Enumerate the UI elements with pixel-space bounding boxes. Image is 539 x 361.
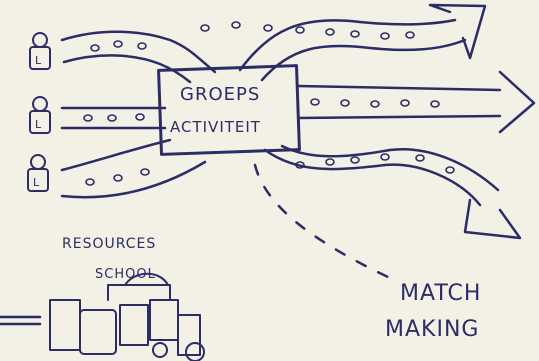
flow-particle — [90, 44, 100, 52]
flow-particle — [445, 166, 455, 174]
flow-particle — [370, 100, 380, 108]
flow-particle — [295, 26, 305, 34]
flow-particle — [113, 40, 123, 48]
center-box: GROEPS ACTIVITEIT — [157, 64, 301, 156]
resources-label-line1: RESOURCES — [62, 236, 156, 252]
outgoing-stream-top — [238, 3, 487, 82]
flow-particle — [340, 99, 350, 107]
flow-particle — [350, 30, 360, 38]
flow-particle — [405, 31, 415, 39]
incoming-stream-top — [60, 30, 217, 84]
flow-particle — [140, 168, 150, 176]
outgoing-stream-bottom — [263, 144, 522, 240]
flow-particles — [83, 21, 455, 186]
flow-particle — [200, 24, 210, 32]
flow-particle — [325, 158, 335, 166]
matchmaking-connector — [253, 163, 392, 280]
flow-particle — [430, 100, 440, 108]
flow-particle — [380, 153, 390, 161]
flow-particle — [85, 178, 95, 186]
person-marker-middle: L — [35, 118, 42, 131]
outgoing-stream-middle — [296, 70, 536, 134]
matchmaking-label-line1: MATCH — [400, 281, 481, 306]
person-icon-top: L — [29, 32, 51, 70]
flow-particle — [107, 114, 117, 122]
person-icon-bottom: L — [27, 154, 49, 192]
center-box-line1: GROEPS — [180, 84, 260, 105]
person-marker-bottom: L — [33, 176, 40, 189]
flow-particle — [263, 24, 273, 32]
flow-particle — [350, 156, 360, 164]
flow-particle — [415, 154, 425, 162]
flow-particle — [83, 114, 93, 122]
person-marker-top: L — [35, 54, 42, 67]
flow-particle — [380, 32, 390, 40]
flow-particle — [137, 42, 147, 50]
school-resources-sketch — [0, 272, 205, 361]
flow-particle — [310, 98, 320, 106]
flow-particle — [231, 21, 241, 29]
flow-particle — [295, 161, 305, 169]
flow-particle — [325, 28, 335, 36]
resources-label-line2: SCHOOL — [95, 267, 156, 282]
center-box-line2: ACTIVITEIT — [170, 118, 261, 136]
incoming-stream-bottom — [60, 138, 207, 199]
flow-particle — [135, 113, 145, 121]
person-icon-middle: L — [29, 96, 51, 134]
matchmaking-label-line2: MAKING — [385, 317, 479, 342]
flow-particle — [113, 174, 123, 182]
flow-particle — [400, 99, 410, 107]
incoming-stream-middle — [60, 106, 167, 130]
